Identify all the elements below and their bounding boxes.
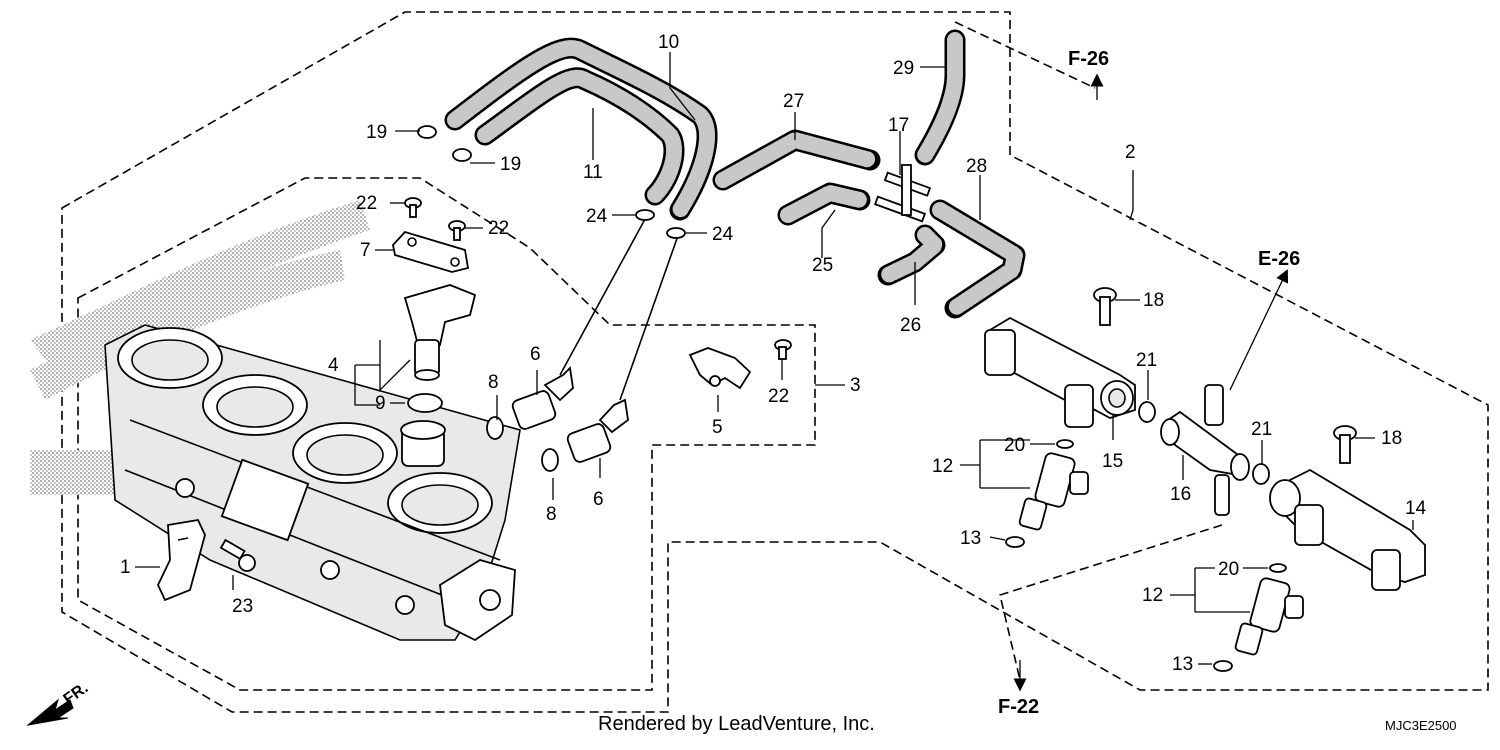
label-part-19a: 19 [366, 122, 387, 143]
label-part-12a: 12 [932, 456, 953, 477]
part-22-screw-c [774, 339, 792, 360]
diagram-code: MJC3E2500 [1385, 718, 1457, 733]
f26-ref-line [954, 21, 1096, 89]
outline-assembly-3 [77, 177, 816, 691]
label-part-20a: 20 [1004, 435, 1025, 456]
label-part-24a: 24 [586, 206, 608, 227]
part-20-seal-a [1056, 439, 1074, 449]
part-15-fuel-rail [984, 316, 1136, 428]
part-9-o-ring [407, 393, 443, 413]
part-17-joint [873, 164, 932, 223]
part-24-clip-b [666, 227, 686, 239]
part-22-screw-a [404, 197, 422, 218]
part-1-sensor-bracket [157, 518, 206, 602]
part-12-injector-a [1018, 452, 1089, 531]
part-20-seal-b [1269, 563, 1287, 573]
part-24-clip-a [635, 209, 655, 221]
footer-credit: Rendered by LeadVenture, Inc. [598, 713, 875, 735]
label-part-28: 28 [966, 156, 987, 177]
label-part-23: 23 [232, 596, 253, 617]
hose-line-b [619, 229, 681, 401]
label-part-25: 25 [812, 255, 833, 276]
part-25-hose [777, 182, 871, 226]
part-6-fitting-a [511, 366, 574, 430]
part-8-washer-b [541, 448, 559, 472]
part-11-hose [474, 67, 685, 206]
label-part-18a: 18 [1143, 290, 1164, 311]
label-part-9: 9 [375, 393, 386, 414]
part-21-washer-b [1252, 463, 1270, 485]
part-13-seal-b [1213, 660, 1233, 672]
label-part-10: 10 [658, 32, 679, 53]
label-part-2: 2 [1125, 142, 1136, 163]
part-10-hose [444, 37, 718, 221]
label-part-22c: 22 [768, 386, 789, 407]
part-18-bolt-a [1093, 287, 1117, 326]
part-8-washer-a [486, 416, 504, 440]
label-part-8a: 8 [488, 372, 499, 393]
part-14-fuel-rail [1269, 468, 1426, 591]
part-16-joint [1160, 384, 1250, 516]
label-part-7: 7 [360, 240, 371, 261]
label-part-19b: 19 [500, 154, 521, 175]
label-part-3: 3 [850, 375, 861, 396]
part-19-clip-a [417, 125, 437, 139]
part-13-seal-a [1005, 536, 1025, 548]
label-part-18b: 18 [1381, 428, 1402, 449]
f22-ref-line [999, 524, 1223, 681]
label-part-13b: 13 [1172, 654, 1193, 675]
label-part-15: 15 [1102, 451, 1123, 472]
label-part-13a: 13 [960, 528, 981, 549]
label-part-6a: 6 [530, 344, 541, 365]
part-19-clip-b [452, 148, 472, 162]
label-part-21a: 21 [1136, 350, 1157, 371]
label-part-11: 11 [583, 162, 603, 183]
label-part-26: 26 [900, 315, 921, 336]
ref-label-f22: F-22 [998, 696, 1039, 718]
label-part-22b: 22 [488, 218, 509, 239]
part-23-bolt [219, 538, 256, 572]
leader-lines [135, 52, 1414, 665]
label-part-24b: 24 [712, 224, 734, 245]
part-12-injector-b [1234, 577, 1304, 656]
e26-arrow [1229, 269, 1289, 391]
part-number-labels: 1 2 3 4 5 6 6 7 8 8 9 10 11 12 12 13 13 … [120, 32, 1427, 675]
ref-label-e26: E-26 [1258, 248, 1300, 270]
hose-line-a [559, 209, 651, 376]
part-5-bracket [688, 347, 752, 390]
label-part-27: 27 [783, 91, 804, 112]
part-26-hose [877, 224, 946, 286]
label-part-12b: 12 [1142, 585, 1163, 606]
label-part-16: 16 [1170, 484, 1191, 505]
label-part-21b: 21 [1251, 419, 1272, 440]
label-part-1: 1 [120, 557, 131, 578]
part-29-hose [914, 29, 966, 166]
part-28-hose [929, 199, 1026, 319]
part-22-screw-b [448, 220, 466, 241]
part-4-sensor [403, 284, 477, 381]
part-18-bolt-b [1333, 425, 1357, 464]
label-part-20b: 20 [1218, 559, 1239, 580]
label-part-4: 4 [328, 355, 339, 376]
outline-assembly-2 [61, 11, 1489, 713]
part-27-hose [712, 129, 881, 191]
front-direction-indicator: FR. [26, 680, 91, 726]
label-part-17: 17 [888, 115, 909, 136]
label-part-14: 14 [1405, 498, 1427, 519]
label-part-6b: 6 [593, 489, 604, 510]
label-part-22a: 22 [356, 193, 377, 214]
part-7-plate [392, 230, 470, 273]
part-6-fitting-b [566, 398, 629, 463]
part-21-washer-a [1138, 401, 1156, 423]
label-part-29: 29 [893, 58, 914, 79]
label-part-5: 5 [712, 417, 723, 438]
label-part-8b: 8 [546, 504, 557, 525]
ref-label-f26: F-26 [1068, 48, 1109, 70]
